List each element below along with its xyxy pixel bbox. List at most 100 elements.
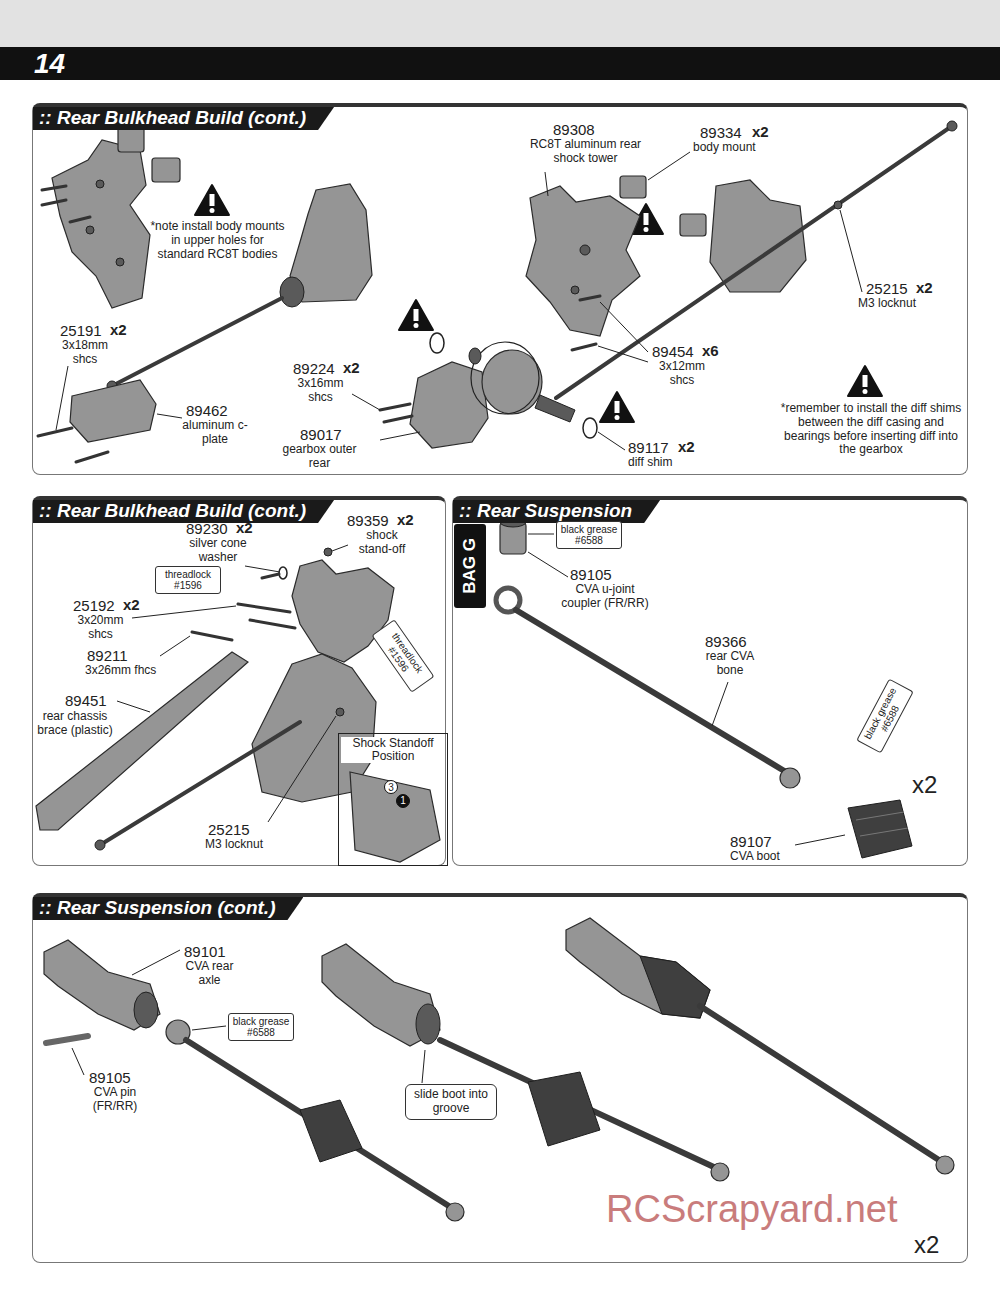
bulkhead-exploded-view [680, 214, 706, 236]
cva-assembly-view [322, 944, 440, 1046]
bag-label: BAG G [454, 524, 486, 608]
bulkhead-assembly-view [324, 548, 332, 556]
part-name: CVA boot [730, 850, 780, 864]
part-number: 89211 [87, 647, 128, 664]
bulkhead-exploded-view [280, 277, 304, 307]
cva-assembly-view [446, 1203, 464, 1221]
bulkhead-exploded-view [469, 348, 481, 364]
bulkhead-exploded-view [76, 452, 108, 462]
cva-bone-view [528, 534, 554, 535]
cva-bone-view [780, 768, 800, 788]
bulkhead-exploded-view [526, 186, 640, 336]
bulkhead-exploded-view [947, 121, 957, 131]
part-number: 89359 [347, 512, 389, 529]
bulkhead-assembly-view [238, 604, 290, 612]
part-number: 89224 [293, 360, 335, 377]
detail-inset: Shock Standoff Position [338, 733, 448, 866]
bulkhead-exploded-view [410, 362, 488, 448]
warning-symbol [600, 392, 634, 422]
bulkhead-exploded-view [620, 176, 646, 198]
cva-assembly-view [186, 1040, 452, 1208]
quantity: x2 [916, 279, 933, 296]
bulkhead-exploded-view [112, 298, 282, 386]
bulkhead-assembly-view [279, 567, 287, 579]
part-number: 89117 [628, 439, 669, 456]
part-name: shock stand-off [352, 529, 412, 557]
cva-bone-view [795, 835, 845, 845]
bulkhead-assembly-view [262, 574, 279, 578]
note-text: *remember to install the diff shims betw… [780, 402, 962, 457]
quantity: x2 [236, 519, 253, 536]
bulkhead-assembly-view [268, 716, 336, 822]
bulkhead-assembly-view [36, 652, 248, 830]
bulkhead-exploded-view [52, 140, 150, 308]
bulkhead-assembly-view [192, 632, 232, 640]
leader-line [380, 432, 420, 440]
cva-bone-view [848, 800, 912, 858]
cva-assembly-view [566, 918, 710, 1018]
bulkhead-assembly-view [160, 636, 190, 656]
bulkhead-exploded-view [430, 333, 444, 353]
part-number: 89451 [65, 692, 107, 709]
quantity: x2 [397, 511, 414, 528]
part-number: 89230 [186, 520, 228, 537]
bulkhead-exploded-view [96, 180, 104, 188]
bulkhead-assembly-view [332, 545, 348, 551]
part-name: rear chassis brace (plastic) [35, 710, 115, 738]
page-header-bar [0, 0, 1000, 80]
cva-assembly-view [72, 1048, 84, 1075]
grease-tag: black grease #6588 [228, 1013, 294, 1041]
node-text: BAG G [460, 538, 480, 594]
part-number: 89366 [705, 633, 747, 650]
part-name: 3x20mm shcs [73, 614, 128, 642]
part-number: 25192 [73, 597, 115, 614]
part-name: 3x12mm shcs [652, 360, 712, 388]
cva-assembly-view [416, 1004, 440, 1044]
cva-bone-view [496, 517, 912, 858]
bulkhead-exploded-view [583, 418, 597, 438]
bulkhead-exploded-view [38, 428, 72, 436]
cva-assembly-view [528, 1072, 600, 1146]
threadlock-tag: threadlock #1596 [155, 566, 221, 594]
quantity: x2 [914, 1231, 939, 1259]
node-text: black grease #6588 [232, 1016, 290, 1038]
bulkhead-exploded-view [572, 344, 596, 350]
node-text: black grease #6588 [861, 683, 910, 748]
quantity: x2 [912, 771, 937, 799]
cva-bone-view [528, 552, 568, 577]
bulkhead-assembly-view [336, 708, 344, 716]
callout-number: 3 [384, 780, 398, 794]
part-number: 89308 [553, 121, 595, 138]
cva-bone-view [712, 682, 728, 726]
page-header-bar [0, 47, 1000, 80]
bulkhead-assembly-view [132, 606, 236, 618]
cva-assembly-view [700, 1006, 942, 1162]
part-number: 25215 [208, 821, 250, 838]
section-heading: :: Rear Suspension (cont.) [33, 897, 303, 920]
bulkhead-exploded-view [556, 126, 952, 398]
part-name: 3x26mm fhcs [85, 664, 156, 678]
part-number: 89334 [700, 124, 742, 141]
callout-number: 1 [396, 794, 410, 808]
cva-bone-view [516, 610, 786, 772]
part-name: aluminum c-plate [180, 419, 250, 447]
grease-tag: black grease #6588 [856, 679, 914, 754]
cva-assembly-view [300, 1100, 362, 1162]
leader-line [352, 394, 380, 410]
bulkhead-exploded-view [70, 380, 156, 442]
part-number: 89454 [652, 343, 694, 360]
page-number: 14 [34, 49, 65, 79]
leader-line [598, 346, 648, 362]
part-name: body mount [693, 141, 756, 155]
bulkhead-assembly-view [245, 566, 280, 572]
page-header-bar [0, 0, 1000, 47]
part-name: CVA pin (FR/RR) [85, 1086, 145, 1114]
node-text: threadlock #1596 [376, 624, 430, 687]
bulkhead-assembly-view [36, 545, 440, 862]
part-name: 3x18mm shcs [55, 339, 115, 367]
part-name: CVA rear axle [182, 960, 237, 988]
bulkhead-assembly-view [350, 772, 440, 862]
quantity: x2 [110, 321, 127, 338]
node-text: threadlock #1596 [159, 569, 217, 591]
